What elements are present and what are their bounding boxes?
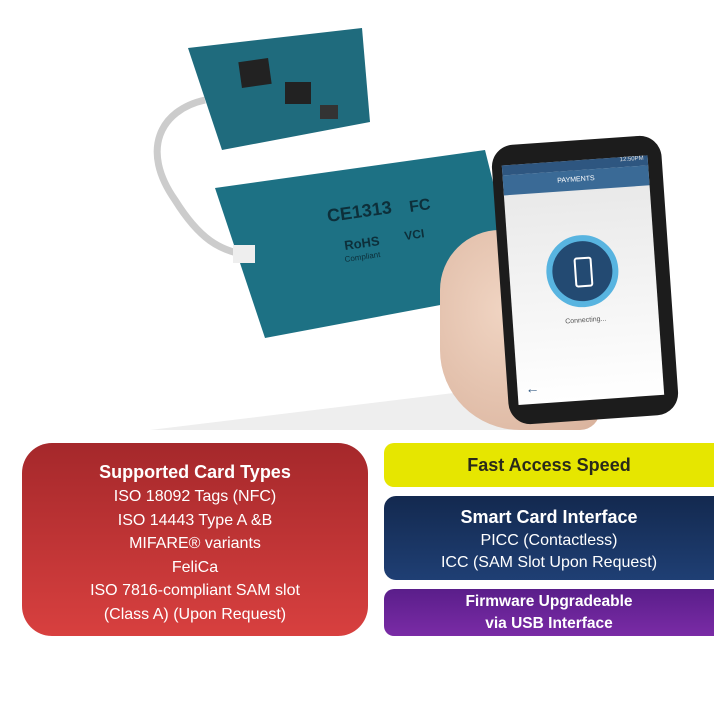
reader-illustration: CE1313 FC RoHS Compliant VCI (150, 28, 560, 430)
supported-card-types-panel: Supported Card Types ISO 18092 Tags (NFC… (22, 443, 368, 636)
interface-item: PICC (Contactless) (480, 532, 618, 549)
firmware-line: via USB Interface (485, 615, 613, 632)
fcc-mark: FC (408, 196, 432, 216)
fast-access-speed-panel: Fast Access Speed (384, 443, 714, 487)
firmware-line: Firmware Upgradeable (465, 593, 633, 610)
card-type-item: (Class A) (Upon Request) (103, 605, 287, 623)
nfc-phone-icon (543, 232, 621, 310)
card-type-item: ISO 14443 Type A &B (117, 511, 273, 529)
connecting-text: Connecting... (565, 315, 607, 326)
panel-title: Supported Card Types (99, 462, 291, 482)
product-photo: CE1313 FC RoHS Compliant VCI 12:50PM PAY… (150, 28, 680, 430)
interface-item: ICC (SAM Slot Upon Request) (440, 554, 658, 571)
panel-title: Fast Access Speed (467, 455, 631, 475)
card-type-item: ISO 18092 Tags (NFC) (113, 488, 277, 505)
control-board (188, 28, 370, 150)
smartphone: 12:50PM PAYMENTS Connecting... ← (490, 134, 680, 426)
card-type-item: FeliCa (171, 558, 219, 576)
phone-screen: 12:50PM PAYMENTS Connecting... ← (501, 155, 665, 405)
arrow-left-icon[interactable]: ← (524, 379, 540, 397)
firmware-panel: Firmware Upgradeable via USB Interface (384, 589, 714, 636)
vci-mark: VCI (403, 226, 425, 243)
panel-title: Smart Card Interface (460, 507, 638, 527)
rohs-mark: RoHS (343, 233, 380, 253)
card-type-item: MIFARE® variants (129, 535, 261, 552)
smart-card-interface-panel: Smart Card Interface PICC (Contactless) … (384, 496, 714, 580)
ribbon-cable (153, 96, 246, 259)
card-type-item: ISO 7816-compliant SAM slot (90, 582, 300, 599)
